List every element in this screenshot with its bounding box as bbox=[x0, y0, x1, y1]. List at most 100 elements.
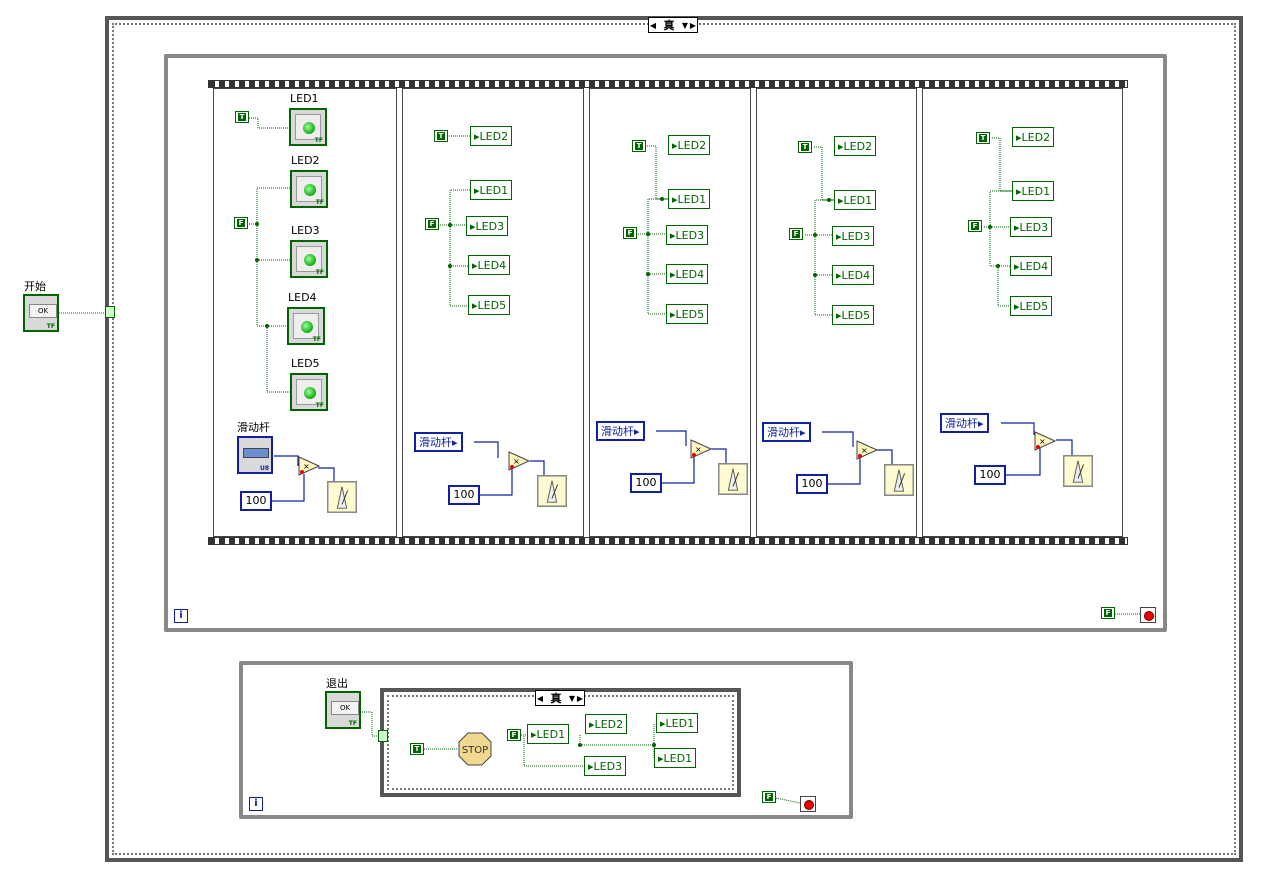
local-led1[interactable]: ▸LED1 bbox=[834, 190, 877, 210]
false-constant[interactable]: F bbox=[623, 227, 637, 239]
stop-sign-icon bbox=[1144, 611, 1154, 621]
local-led3[interactable]: ▸LED3 bbox=[1010, 217, 1053, 237]
local-led1[interactable]: ▸LED1 bbox=[654, 748, 697, 768]
led5-indicator[interactable]: TF bbox=[290, 373, 328, 411]
wait-timer-icon bbox=[884, 464, 914, 496]
local-led2[interactable]: ▸LED2 bbox=[668, 135, 711, 155]
wait-timer-icon bbox=[537, 475, 567, 507]
local-led3[interactable]: ▸LED3 bbox=[466, 216, 509, 236]
local-led2[interactable]: ▸LED2 bbox=[470, 126, 513, 146]
local-led1[interactable]: ▸LED1 bbox=[470, 180, 513, 200]
multiply-node-icon: × bbox=[690, 439, 712, 459]
led3-label: LED3 bbox=[291, 224, 320, 237]
inner-case-selector-terminal bbox=[378, 730, 388, 742]
true-constant[interactable]: T bbox=[976, 132, 990, 144]
false-constant[interactable]: F bbox=[507, 729, 521, 741]
loop-stop-terminal bbox=[800, 796, 816, 812]
local-led1[interactable]: ▸LED1 bbox=[668, 189, 711, 209]
local-slider[interactable]: 滑动杆▸ bbox=[596, 421, 645, 441]
multiply-node-icon: × bbox=[508, 451, 530, 471]
loop-iteration-terminal: i bbox=[249, 797, 263, 811]
loop-stop-false-constant[interactable]: F bbox=[762, 791, 776, 803]
local-slider[interactable]: 滑动杆▸ bbox=[762, 422, 811, 442]
loop-stop-terminal bbox=[1140, 607, 1156, 623]
false-constant[interactable]: F bbox=[425, 218, 439, 230]
dropdown-arrow-icon[interactable]: ▼ bbox=[681, 20, 689, 30]
increment-arrow-icon[interactable]: ▶ bbox=[576, 693, 584, 703]
false-constant[interactable]: F bbox=[789, 228, 803, 240]
multiplier-constant[interactable]: 100 bbox=[630, 473, 662, 493]
local-slider[interactable]: 滑动杆▸ bbox=[940, 413, 989, 433]
case-selector-terminal bbox=[105, 306, 115, 318]
slider-label: 滑动杆 bbox=[237, 421, 270, 434]
svg-text:STOP: STOP bbox=[462, 745, 488, 756]
local-led3[interactable]: ▸LED3 bbox=[666, 225, 709, 245]
start-button-label: 开始 bbox=[24, 280, 46, 293]
slider-control[interactable]: U8 bbox=[237, 436, 273, 474]
multiplier-constant[interactable]: 100 bbox=[448, 485, 480, 505]
start-button[interactable]: OK TF bbox=[23, 294, 59, 332]
svg-text:×: × bbox=[861, 446, 868, 455]
local-led5[interactable]: ▸LED5 bbox=[666, 304, 709, 324]
local-led2[interactable]: ▸LED2 bbox=[585, 714, 628, 734]
wait-timer-icon bbox=[1063, 455, 1093, 487]
led4-label: LED4 bbox=[288, 291, 317, 304]
decrement-arrow-icon[interactable]: ◀ bbox=[649, 20, 657, 30]
led2-label: LED2 bbox=[291, 154, 320, 167]
exit-button[interactable]: OK TF bbox=[325, 691, 361, 729]
svg-text:×: × bbox=[1039, 437, 1046, 446]
local-led1[interactable]: ▸LED1 bbox=[1012, 181, 1055, 201]
local-led1[interactable]: ▸LED1 bbox=[527, 724, 570, 744]
false-constant[interactable]: F bbox=[968, 220, 982, 232]
local-led4[interactable]: ▸LED4 bbox=[468, 255, 511, 275]
local-led5[interactable]: ▸LED5 bbox=[1010, 296, 1053, 316]
led-light-icon bbox=[303, 122, 315, 134]
led-light-icon bbox=[304, 184, 316, 196]
while-loop-exit bbox=[239, 661, 853, 819]
local-led5[interactable]: ▸LED5 bbox=[832, 305, 875, 325]
local-led3[interactable]: ▸LED3 bbox=[584, 756, 627, 776]
local-led1[interactable]: ▸LED1 bbox=[656, 713, 699, 733]
local-led5[interactable]: ▸LED5 bbox=[468, 295, 511, 315]
true-constant[interactable]: T bbox=[434, 130, 448, 142]
increment-arrow-icon[interactable]: ▶ bbox=[689, 20, 697, 30]
true-constant[interactable]: T bbox=[632, 140, 646, 152]
outer-case-selector[interactable]: ◀ 真 ▼ ▶ bbox=[648, 17, 698, 33]
wait-timer-icon bbox=[327, 481, 357, 513]
led-light-icon bbox=[304, 254, 316, 266]
inner-case-selector[interactable]: ◀ 真 ▼ ▶ bbox=[535, 690, 585, 706]
led3-indicator[interactable]: TF bbox=[290, 240, 328, 278]
local-led2[interactable]: ▸LED2 bbox=[1012, 127, 1055, 147]
stop-function-icon: STOP bbox=[458, 732, 492, 766]
multiply-node-icon: × bbox=[856, 440, 878, 460]
decrement-arrow-icon[interactable]: ◀ bbox=[536, 693, 544, 703]
led1-label: LED1 bbox=[290, 92, 319, 105]
svg-text:×: × bbox=[695, 445, 702, 454]
true-constant[interactable]: T bbox=[410, 743, 424, 755]
led1-indicator[interactable]: TF bbox=[289, 108, 327, 146]
true-constant[interactable]: T bbox=[235, 111, 249, 123]
multiplier-constant[interactable]: 100 bbox=[974, 465, 1006, 485]
multiplier-constant[interactable]: 100 bbox=[796, 474, 828, 494]
svg-text:×: × bbox=[513, 457, 520, 466]
local-led4[interactable]: ▸LED4 bbox=[832, 265, 875, 285]
led4-indicator[interactable]: TF bbox=[287, 307, 325, 345]
multiplier-constant[interactable]: 100 bbox=[240, 491, 272, 511]
loop-stop-false-constant[interactable]: F bbox=[1101, 607, 1115, 619]
true-constant[interactable]: T bbox=[798, 141, 812, 153]
multiply-node-icon: × bbox=[298, 456, 320, 476]
false-constant[interactable]: F bbox=[234, 217, 248, 229]
dropdown-arrow-icon[interactable]: ▼ bbox=[568, 693, 576, 703]
led-light-icon bbox=[304, 387, 316, 399]
stop-sign-icon bbox=[804, 800, 814, 810]
local-led4[interactable]: ▸LED4 bbox=[666, 264, 709, 284]
wait-timer-icon bbox=[718, 463, 748, 495]
local-led3[interactable]: ▸LED3 bbox=[832, 226, 875, 246]
led-light-icon bbox=[301, 321, 313, 333]
local-slider[interactable]: 滑动杆▸ bbox=[414, 432, 463, 452]
local-led4[interactable]: ▸LED4 bbox=[1010, 256, 1053, 276]
loop-iteration-terminal: i bbox=[174, 609, 188, 623]
led2-indicator[interactable]: TF bbox=[290, 170, 328, 208]
local-led2[interactable]: ▸LED2 bbox=[834, 136, 877, 156]
